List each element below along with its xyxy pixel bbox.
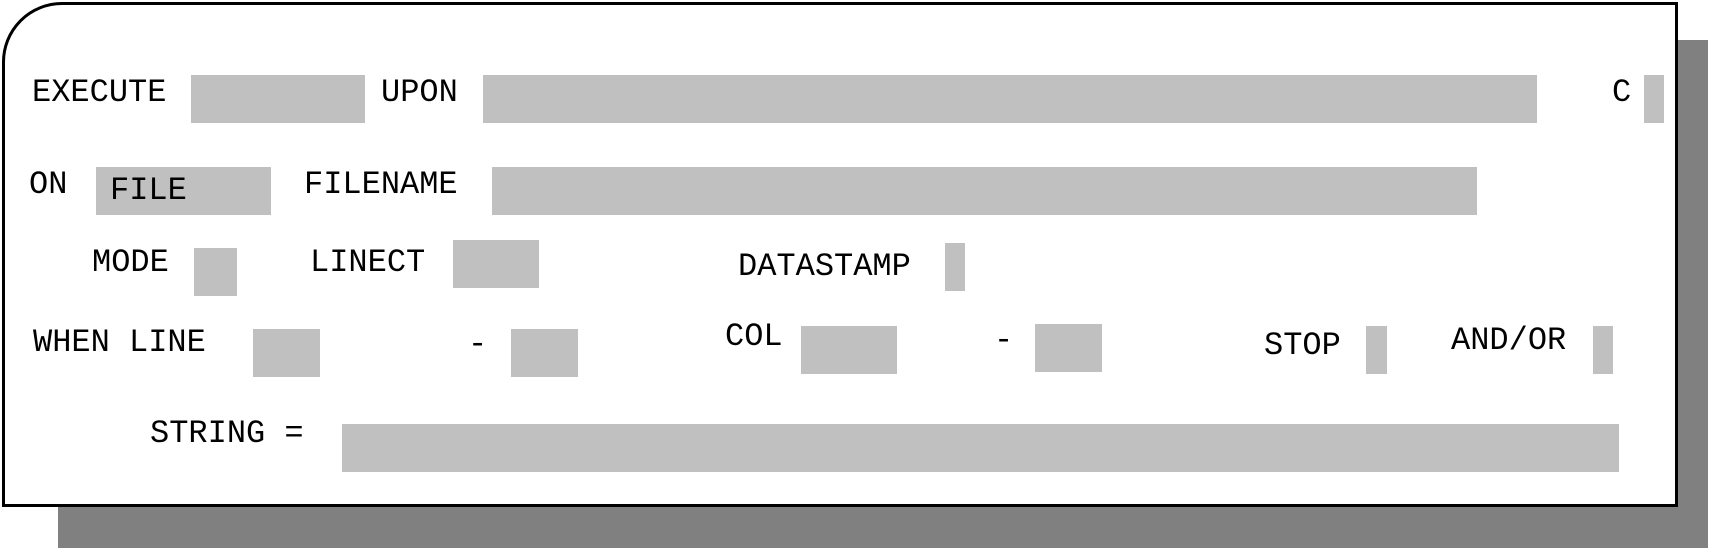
col-range-dash: -: [994, 322, 1014, 359]
stop-label: STOP: [1264, 327, 1341, 364]
upon-field[interactable]: [483, 75, 1537, 123]
filename-label: FILENAME: [304, 166, 458, 203]
datastamp-field[interactable]: [945, 243, 965, 291]
execute-dialog-panel: EXECUTE UPON C ON FILE FILENAME MODE LIN…: [2, 2, 1678, 507]
and-or-field[interactable]: [1593, 326, 1613, 374]
when-line-label: WHEN LINE: [33, 324, 206, 361]
linect-field[interactable]: [453, 240, 539, 288]
execute-field[interactable]: [191, 75, 365, 123]
filename-field[interactable]: [492, 167, 1477, 215]
mode-label: MODE: [92, 244, 169, 281]
line-from-field[interactable]: [253, 329, 320, 377]
on-field[interactable]: FILE: [96, 167, 271, 215]
col-from-field[interactable]: [801, 326, 897, 374]
upon-label: UPON: [381, 74, 458, 111]
execute-label: EXECUTE: [32, 74, 167, 111]
on-label: ON: [29, 166, 68, 203]
line-to-field[interactable]: [511, 329, 578, 377]
string-field[interactable]: [342, 424, 1619, 472]
c-field[interactable]: [1644, 75, 1664, 123]
c-label: C: [1612, 74, 1632, 111]
col-label: COL: [725, 318, 783, 355]
and-or-label: AND/OR: [1451, 322, 1567, 359]
datastamp-label: DATASTAMP: [738, 248, 911, 285]
mode-field[interactable]: [194, 248, 237, 296]
line-range-dash: -: [468, 326, 488, 363]
stop-field[interactable]: [1366, 326, 1387, 374]
string-label: STRING =: [150, 415, 304, 452]
col-to-field[interactable]: [1035, 324, 1102, 372]
linect-label: LINECT: [310, 244, 426, 281]
